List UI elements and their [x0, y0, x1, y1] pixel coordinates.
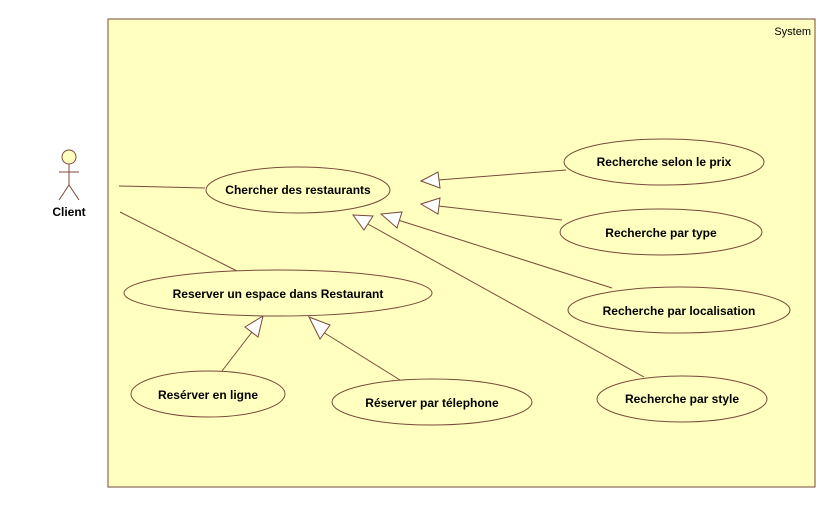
generalization-en-ligne: [221, 331, 253, 372]
svg-text:Recherche par localisation: Recherche par localisation: [603, 304, 756, 318]
actor-head-icon: [61, 149, 77, 165]
use-case-type[interactable]: Recherche par type: [559, 208, 763, 256]
use-case-prix[interactable]: Recherche selon le prix: [563, 138, 765, 186]
arrowhead-telephone: [307, 316, 331, 340]
svg-text:Réserver par télephone: Réserver par télephone: [365, 396, 499, 410]
arrowhead-en-ligne: [244, 314, 264, 338]
actor-client[interactable]: Client: [52, 149, 86, 219]
svg-text:Recherche par style: Recherche par style: [625, 392, 739, 406]
use-case-reserver[interactable]: Reserver un espace dans Restaurant: [123, 269, 433, 317]
generalization-prix: [437, 169, 567, 181]
generalization-style: [365, 222, 645, 378]
arrowhead-localisation: [379, 211, 403, 229]
arrowhead-style: [351, 214, 374, 231]
association-client-chercher: [118, 185, 206, 189]
svg-text:Reserver un espace dans Restau: Reserver un espace dans Restaurant: [173, 287, 384, 301]
generalization-type: [437, 205, 563, 221]
use-case-telephone[interactable]: Réserver par télephone: [331, 378, 533, 426]
association-client-reserver: [119, 211, 238, 272]
system-label: System: [774, 26, 811, 38]
actor-label: Client: [52, 205, 85, 219]
svg-text:Resérver en ligne: Resérver en ligne: [158, 388, 258, 402]
svg-text:Recherche selon le prix: Recherche selon le prix: [597, 155, 732, 169]
generalization-telephone: [322, 331, 401, 381]
use-case-localisation[interactable]: Recherche par localisation: [567, 286, 791, 334]
arrowhead-prix: [419, 171, 441, 189]
arrowhead-type: [419, 197, 441, 215]
svg-text:Recherche par type: Recherche par type: [605, 226, 717, 240]
svg-text:Chercher des restaurants: Chercher des restaurants: [225, 183, 371, 197]
use-case-en-ligne[interactable]: Resérver en ligne: [130, 370, 286, 418]
use-case-chercher[interactable]: Chercher des restaurants: [205, 166, 391, 214]
generalization-localisation: [397, 219, 613, 289]
use-case-style[interactable]: Recherche par style: [596, 375, 768, 423]
